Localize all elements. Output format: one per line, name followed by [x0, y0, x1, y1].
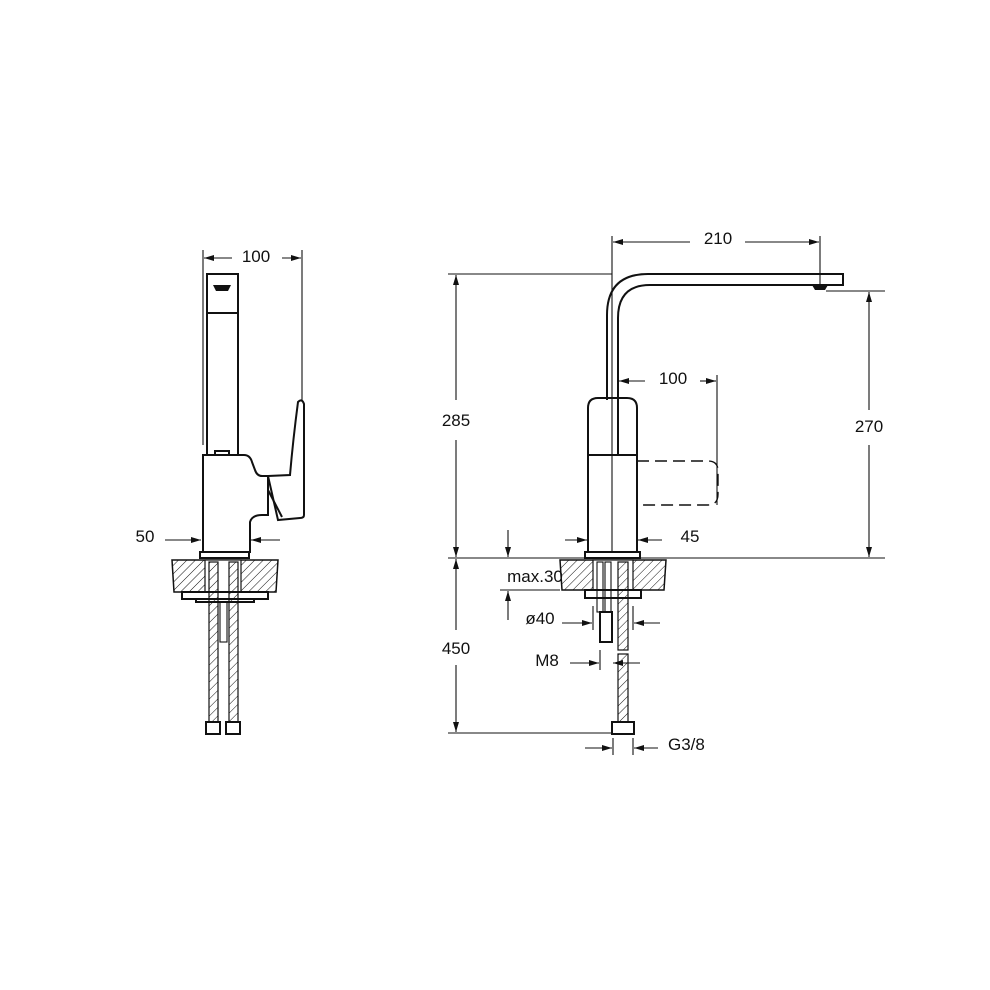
lever-reach-label: 100: [659, 369, 687, 388]
spout-reach-label: 210: [704, 229, 732, 248]
spout-height-dimension: 270: [826, 290, 885, 557]
total-height-dimension: 285: [442, 273, 612, 557]
side-hoses: [205, 561, 241, 735]
side-body-dimension: 50: [136, 527, 280, 546]
max-thickness-label: max.30: [507, 567, 563, 586]
spout-height-label: 270: [855, 417, 883, 436]
total-height-label: 285: [442, 411, 470, 430]
hole-diameter-dimension: ø40: [525, 606, 660, 630]
side-width-label: 100: [242, 247, 270, 266]
hose-length-label: 450: [442, 639, 470, 658]
side-spout: [206, 273, 239, 456]
connection-thread-dimension: G3/8: [585, 735, 705, 755]
hose-length-dimension: 450: [442, 559, 612, 734]
side-counter-section: [171, 559, 279, 603]
stud-thread-dimension: M8: [535, 650, 640, 670]
front-view: 210 100 45 285: [442, 229, 885, 755]
hole-diameter-label: ø40: [525, 609, 554, 628]
side-width-dimension: 100: [202, 247, 303, 445]
side-view: 100 50: [136, 247, 305, 735]
side-body-width-label: 50: [136, 527, 155, 546]
lever-outline-dashed: [637, 460, 719, 506]
front-spout: [606, 273, 844, 455]
connection-thread-label: G3/8: [668, 735, 705, 754]
aerator-icon: [213, 285, 231, 291]
counter-thickness-dimension: max.30: [500, 530, 563, 620]
lever-reach-dimension: 100: [619, 369, 718, 505]
spout-reach-dimension: 210: [611, 229, 821, 552]
aerator-icon: [812, 285, 828, 290]
stud-thread-label: M8: [535, 651, 559, 670]
front-counter-section: [559, 559, 667, 735]
side-body: [199, 399, 305, 559]
body-diameter-label: 45: [681, 527, 700, 546]
body-diameter-dimension: 45: [565, 527, 699, 546]
